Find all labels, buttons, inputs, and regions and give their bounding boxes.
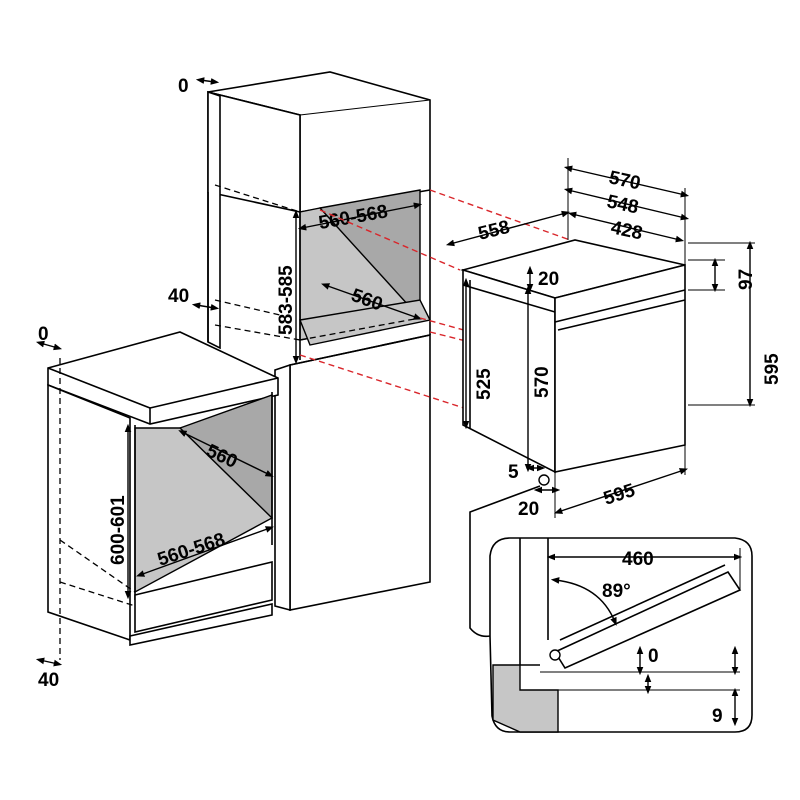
oven-front-offset-label: 20 [518,499,539,520]
base-top-offset-label: 0 [38,324,49,345]
door-detail-callout: 460 89° 0 9 [469,485,753,733]
tall-niche-height-label: 583-585 [276,265,297,335]
oven-width-body-label: 548 [605,191,640,218]
detail-gap-top-label: 0 [648,646,659,667]
detail-marker-icon [538,474,550,486]
oven-base-offset-label: 5 [508,462,519,483]
oven-top-panel-label: 20 [538,269,559,290]
detail-wall-section [492,664,559,733]
oven-width-inner-label: 428 [609,217,644,244]
base-niche-height-label: 600-601 [108,495,129,565]
detail-depth-label: 460 [622,549,654,570]
oven-front-width-label: 595 [601,480,638,510]
oven-body [460,239,686,474]
base-cabinet [47,331,279,660]
oven-body-height-left-label: 525 [474,368,495,400]
oven-body-height-mid-label: 570 [532,366,553,398]
base-bottom-gap-label: 40 [38,670,59,691]
oven-control-height-label: 97 [736,269,757,290]
detail-gap-bottom-label: 9 [712,706,723,727]
tall-top-offset-label: 0 [178,76,189,97]
tall-side-gap-label: 40 [168,286,189,307]
oven-depth-label: 558 [476,217,512,245]
oven-width-overall-label: 570 [607,167,642,194]
detail-angle-label: 89° [602,581,631,602]
oven-total-height-label: 595 [762,353,783,385]
